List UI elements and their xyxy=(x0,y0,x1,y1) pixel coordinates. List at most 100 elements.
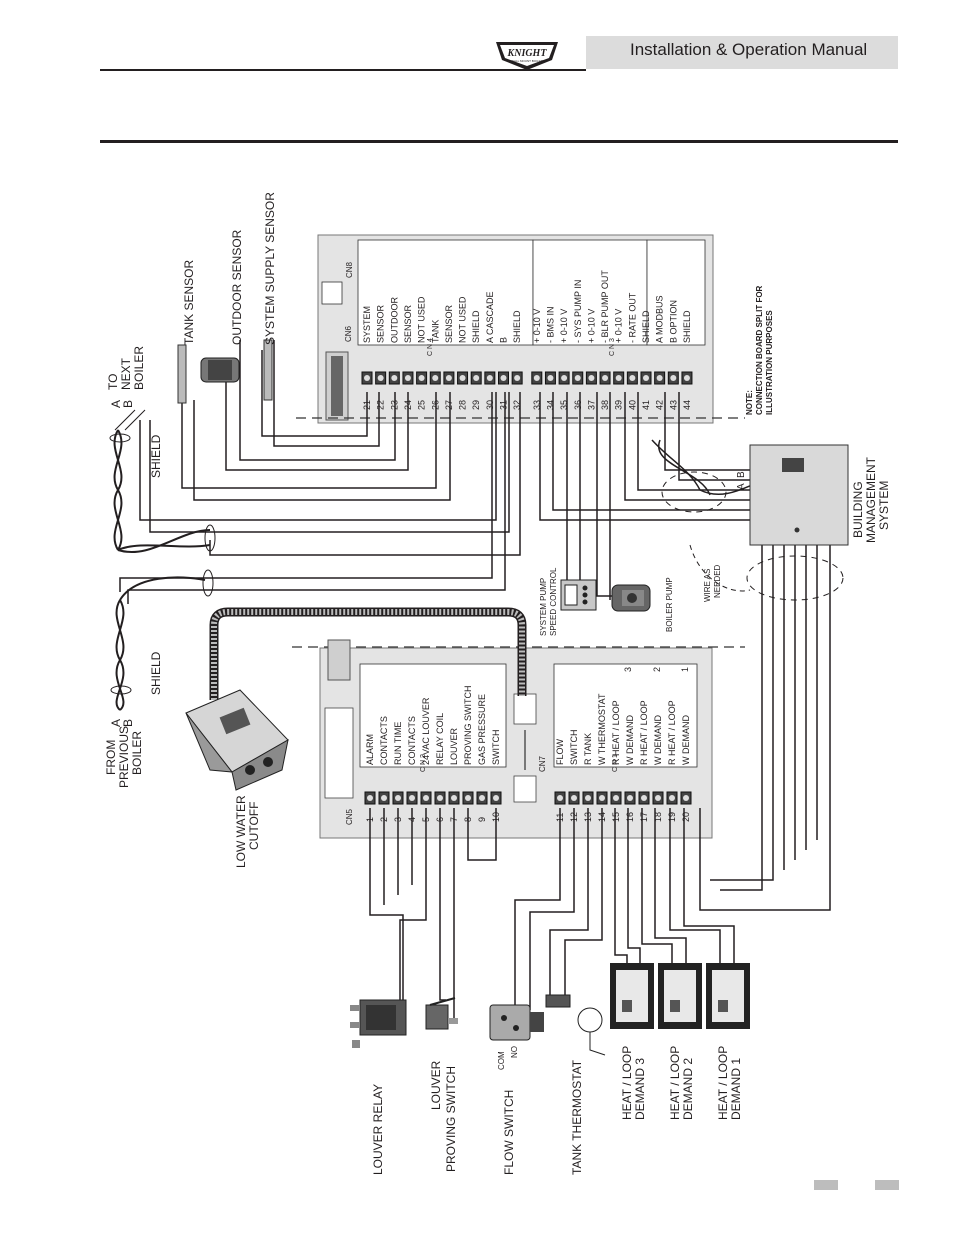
upper-terminal-number: 43 xyxy=(668,400,678,410)
upper-terminal-23-screw xyxy=(391,375,398,381)
lower-a-label: A xyxy=(109,719,123,727)
upper-terminal-32-screw xyxy=(514,375,521,381)
com-label: COM xyxy=(497,1051,506,1070)
upper-terminal-21-screw xyxy=(364,375,370,381)
heat-loop-thermostat-3 xyxy=(610,963,654,1029)
upper-terminal-43-screw xyxy=(670,375,677,381)
upper-terminal-31-screw xyxy=(500,375,507,381)
demand-number-2: 2 xyxy=(652,667,662,672)
lower-terminal-number: 19 xyxy=(667,812,677,822)
lower-terminal-label: W DEMAND xyxy=(625,715,635,765)
upper-terminal-label: A CASCADE xyxy=(485,291,495,343)
lower-terminal-12-screw xyxy=(571,795,577,801)
upper-terminal-label: SENSOR xyxy=(444,304,454,343)
upper-terminal-label: NOT USED xyxy=(417,296,427,343)
lower-terminal-14-screw xyxy=(599,795,605,801)
lower-terminal-label: W DEMAND xyxy=(681,715,691,765)
lower-terminal-18-screw xyxy=(655,795,661,801)
upper-a-label: A xyxy=(109,400,123,408)
upper-terminal-number: 44 xyxy=(682,400,692,410)
upper-terminal-number: 22 xyxy=(376,400,386,410)
bms-shield-bundle xyxy=(651,439,844,601)
from-previous-boiler-line3: BOILER xyxy=(130,731,144,775)
building-mgmt-line1: BUILDING xyxy=(851,481,865,538)
heat-loop-1-line1: HEAT / LOOP xyxy=(716,1046,730,1120)
lower-terminal-label: LOUVER xyxy=(449,727,459,765)
upper-terminal-24-screw xyxy=(404,375,411,381)
header-rule xyxy=(100,69,586,71)
lower-terminal-20-screw xyxy=(683,795,689,801)
knight-logo: KNIGHT WALL MOUNT BOILER xyxy=(496,42,558,70)
flow-switch-label: FLOW SWITCH xyxy=(502,1090,516,1175)
bms-a-label: A xyxy=(736,483,747,490)
lower-terminal-label: SWITCH xyxy=(569,730,579,766)
lower-terminal-label: RELAY COIL xyxy=(435,713,445,765)
lower-terminal-11-screw xyxy=(557,795,563,801)
upper-terminal-label: - BMS IN xyxy=(545,306,555,343)
lower-terminal-label: PROVING SWITCH xyxy=(463,685,473,765)
lower-terminal-label: R HEAT / LOOP xyxy=(639,700,649,765)
lower-terminal-number: 16 xyxy=(625,812,635,822)
upper-terminal-label: TANK xyxy=(430,320,440,343)
lower-terminal-label: FLOW xyxy=(555,738,565,765)
upper-terminal-label: NOT USED xyxy=(458,296,468,343)
note-line2: CONNECTION BOARD SPLIT FOR xyxy=(755,285,764,415)
wire-as-needed-line1: WIRE AS xyxy=(703,569,712,602)
upper-terminal-number: 42 xyxy=(655,400,665,410)
boiler-pump-label: BOILER PUMP xyxy=(665,577,674,632)
lower-terminal-number: 15 xyxy=(611,812,621,822)
upper-terminal-38-screw xyxy=(602,375,609,381)
wire-as-needed-line2: NEEDED xyxy=(713,564,722,598)
low-water-cutoff-line1: LOW WATER xyxy=(234,795,248,868)
upper-terminal-34-screw xyxy=(547,375,554,381)
to-next-boiler-line2: NEXT xyxy=(119,357,133,390)
upper-terminal-22-screw xyxy=(377,375,384,381)
louver-proving-switch-line2: PROVING SWITCH xyxy=(444,1066,458,1172)
upper-terminal-41-screw xyxy=(643,375,649,381)
cn5-label: CN5 xyxy=(345,808,354,825)
lower-terminal-19-screw xyxy=(669,795,675,801)
louver-relay-device xyxy=(350,999,407,1048)
upper-terminal-label: A MODBUS xyxy=(655,295,665,343)
upper-terminal-27-screw xyxy=(445,375,452,381)
lower-terminal-label: R HEAT / LOOP xyxy=(667,700,677,765)
lower-terminal-label: 24VAC LOUVER xyxy=(421,697,431,765)
tank-sensor-probe xyxy=(177,344,187,404)
upper-terminal-label: SHIELD xyxy=(471,310,481,343)
outdoor-sensor xyxy=(200,357,240,383)
lower-terminal-3-screw xyxy=(395,795,401,801)
heat-loop-thermostat-1 xyxy=(706,963,750,1029)
upper-terminal-number: 33 xyxy=(532,400,542,410)
manual-title: Installation & Operation Manual xyxy=(630,40,868,59)
cn7-label: CN7 xyxy=(538,755,547,772)
lower-terminal-10-screw xyxy=(493,795,499,801)
upper-terminal-label: - RATE OUT xyxy=(627,292,637,343)
lower-terminal-label: RUN TIME xyxy=(393,722,403,765)
upper-terminal-number: 39 xyxy=(614,400,624,410)
building-management-system-box xyxy=(749,444,849,546)
heat-loop-thermostat-2 xyxy=(658,963,702,1029)
upper-b-label: B xyxy=(121,400,135,408)
upper-terminal-label: B OPTION xyxy=(668,300,678,343)
heat-loop-2-line1: HEAT / LOOP xyxy=(668,1046,682,1120)
to-next-boiler-line1: TO xyxy=(106,374,120,390)
upper-terminal-number: 37 xyxy=(586,400,596,410)
no-label: NO xyxy=(510,1046,519,1058)
upper-terminal-39-screw xyxy=(615,375,622,381)
tank-sensor-label: TANK SENSOR xyxy=(182,260,196,345)
logo-text: KNIGHT xyxy=(507,48,548,59)
upper-terminal-28-screw xyxy=(459,375,466,381)
upper-terminal-42-screw xyxy=(656,375,663,381)
lower-terminal-16-screw xyxy=(627,795,633,801)
upper-terminal-25-screw xyxy=(418,375,425,381)
lower-terminal-label: ALARM xyxy=(365,734,375,765)
lower-terminal-13-screw xyxy=(585,795,591,801)
upper-terminal-30-screw xyxy=(486,375,493,381)
from-previous-boiler-line1: FROM xyxy=(104,740,118,775)
system-supply-sensor-label: SYSTEM SUPPLY SENSOR xyxy=(263,192,277,345)
upper-terminal-number: 41 xyxy=(641,400,651,410)
upper-terminal-44-screw xyxy=(683,375,690,381)
heat-loop-3-line1: HEAT / LOOP xyxy=(620,1046,634,1120)
flow-switch-device xyxy=(489,1004,544,1041)
